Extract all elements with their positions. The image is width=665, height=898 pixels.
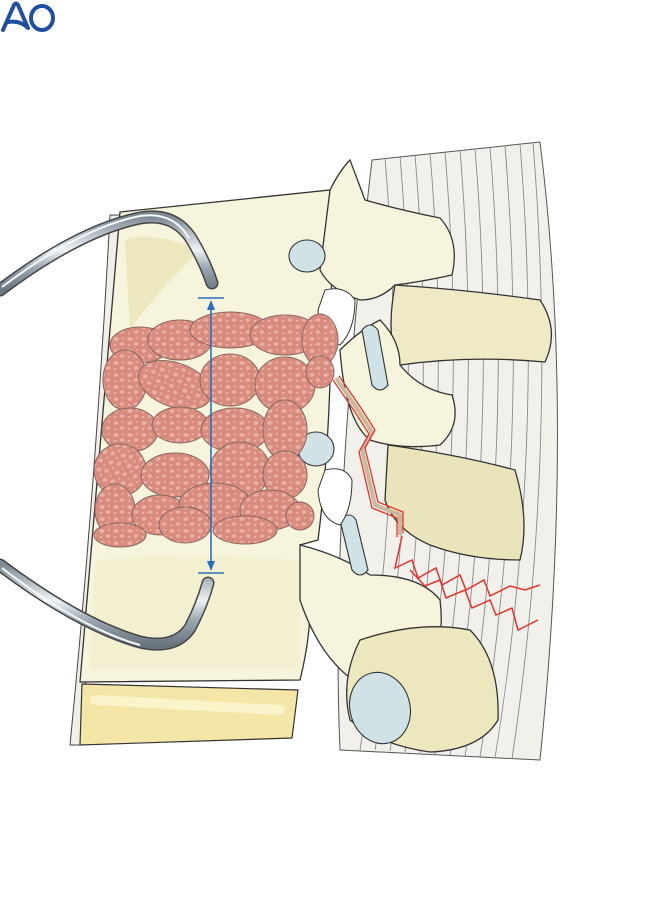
retractor-upper [0,210,219,297]
posterior-elements [299,158,553,753]
intervertebral-disc [79,683,299,746]
retractor-lower [0,558,215,651]
facet-cartilage [288,239,411,745]
ao-logo [1,1,55,32]
bone-graft [93,311,339,548]
measurement-arrow [198,297,224,574]
fracture-line [332,375,541,632]
